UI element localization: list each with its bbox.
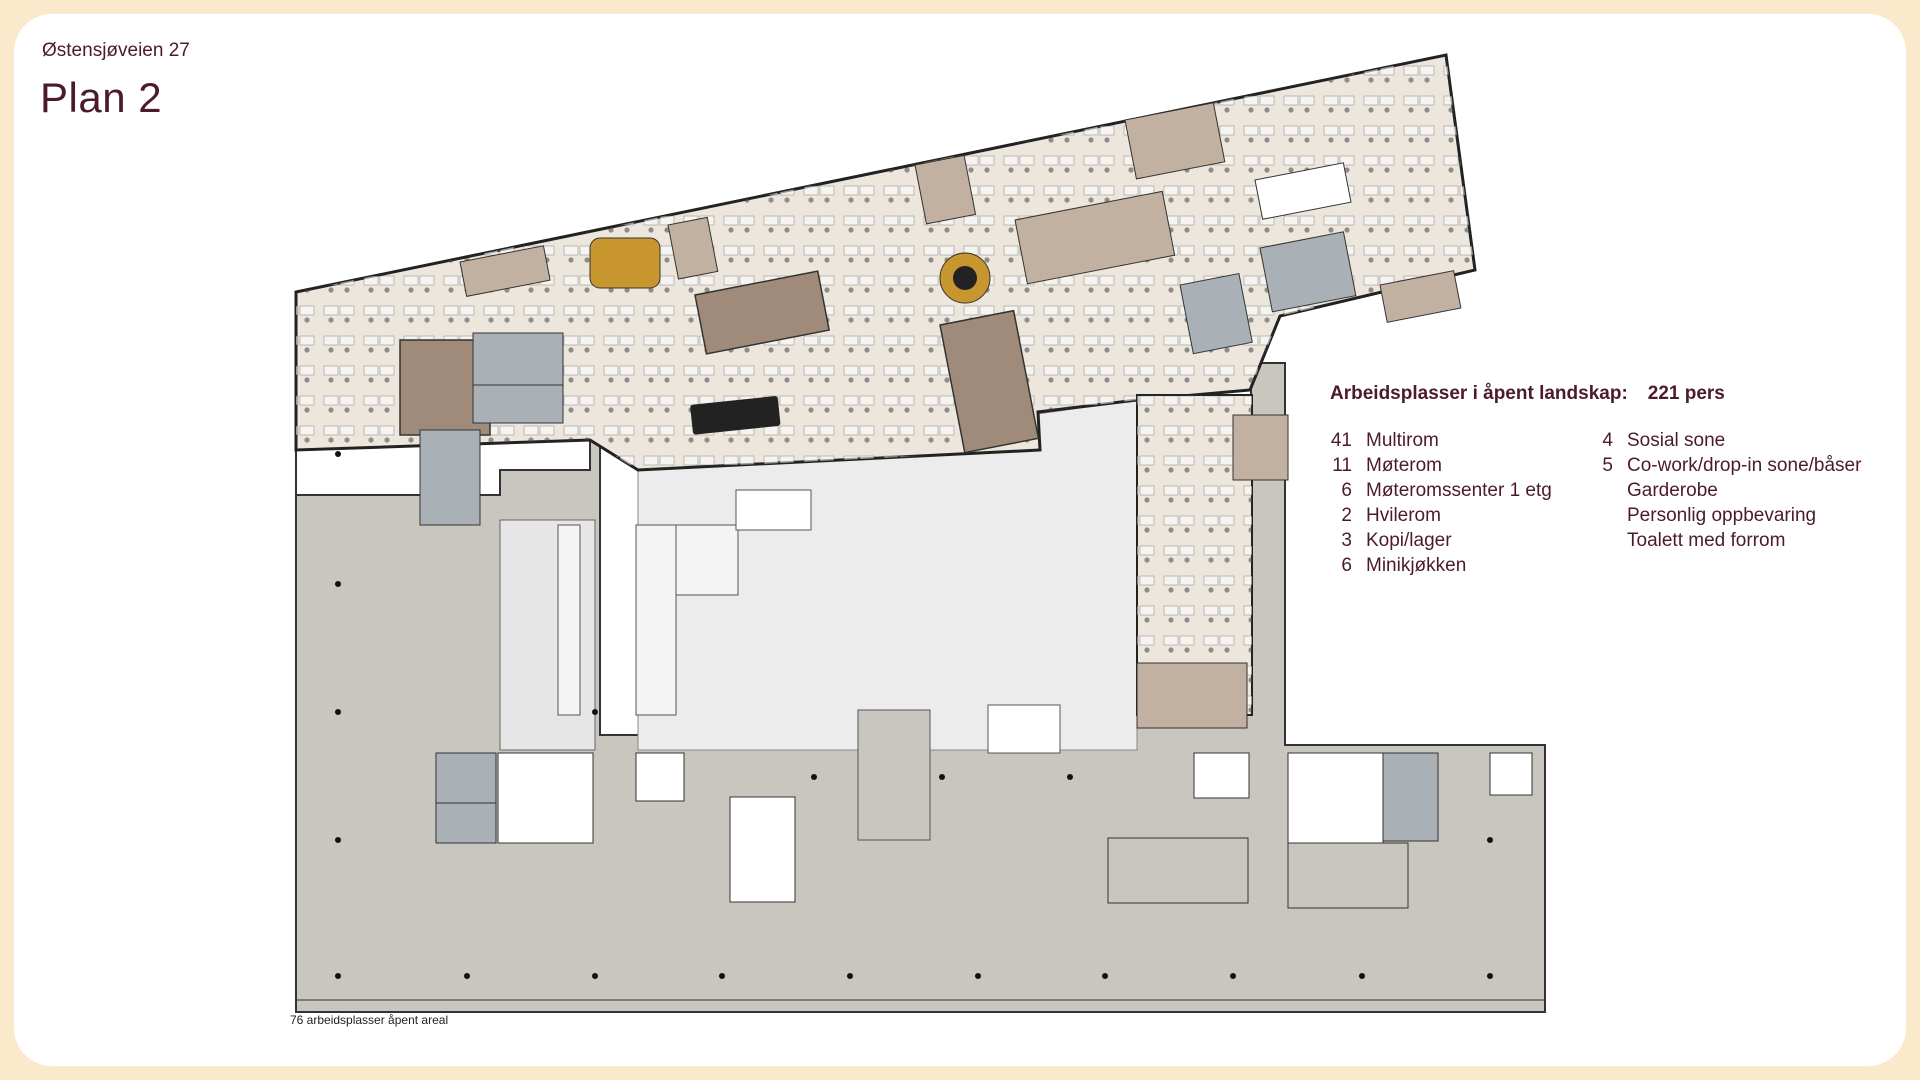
legend-label: Hvilerom xyxy=(1366,505,1441,526)
legend-item: 2 Hvilerom xyxy=(1322,503,1552,528)
legend-label: Sosial sone xyxy=(1627,430,1726,451)
legend-count: 4 xyxy=(1602,430,1613,451)
legend-right: 4 Sosial sone 5 Co-work/drop-in sone/båser… xyxy=(1583,428,1861,553)
legend-label: Minikjøkken xyxy=(1366,555,1467,576)
legend-label: Personlig oppbevaring xyxy=(1627,505,1817,526)
legend-item: Personlig oppbevaring xyxy=(1583,503,1861,528)
service-cores xyxy=(435,752,1533,909)
legend-item: 6 Minikjøkken xyxy=(1322,553,1552,578)
workspace-summary: Arbeidsplasser i åpent landskap: 221 pers xyxy=(1330,383,1725,405)
legend-label: Kopi/lager xyxy=(1366,530,1452,551)
legend-count: 41 xyxy=(1330,430,1352,451)
legend-label: Co-work/drop-in sone/båser xyxy=(1627,455,1862,476)
rooms xyxy=(399,102,1462,729)
legend-item: 3 Kopi/lager xyxy=(1322,528,1552,553)
legend-left: 41 Multirom 11 Møterom 6 Møteromssenter 1 e… xyxy=(1322,428,1552,578)
legend-item: 4 Sosial sone xyxy=(1583,428,1861,453)
summary-value: 221 pers xyxy=(1647,383,1725,404)
legend-label: Møteromssenter 1 etg xyxy=(1366,480,1552,501)
social-zone xyxy=(589,237,661,289)
legend-label: Garderobe xyxy=(1627,480,1718,501)
summary-label: Arbeidsplasser i åpent landskap: xyxy=(1330,383,1628,404)
structural-columns xyxy=(335,451,1493,979)
legend-count: 6 xyxy=(1341,555,1352,576)
legend-item: 41 Multirom xyxy=(1322,428,1552,453)
legend-label: Multirom xyxy=(1366,430,1439,451)
legend-item: 11 Møterom xyxy=(1322,453,1552,478)
legend-item: 6 Møteromssenter 1 etg xyxy=(1322,478,1552,503)
legend-count: 2 xyxy=(1341,505,1352,526)
legend-label: Møterom xyxy=(1366,455,1442,476)
legend-item: Garderobe xyxy=(1583,478,1861,503)
legend-item: Toalett med forrom xyxy=(1583,528,1861,553)
legend-count: 5 xyxy=(1602,455,1613,476)
legend-item: 5 Co-work/drop-in sone/båser xyxy=(1583,453,1861,478)
open-area-note: 76 arbeidsplasser åpent areal xyxy=(290,1013,449,1027)
legend-count: 6 xyxy=(1341,480,1352,501)
address-label: Østensjøveien 27 xyxy=(42,40,190,61)
plan-title: Plan 2 xyxy=(40,74,163,121)
legend-count: 11 xyxy=(1332,455,1352,476)
legend-label: Toalett med forrom xyxy=(1627,530,1786,551)
legend-count: 3 xyxy=(1341,530,1352,551)
